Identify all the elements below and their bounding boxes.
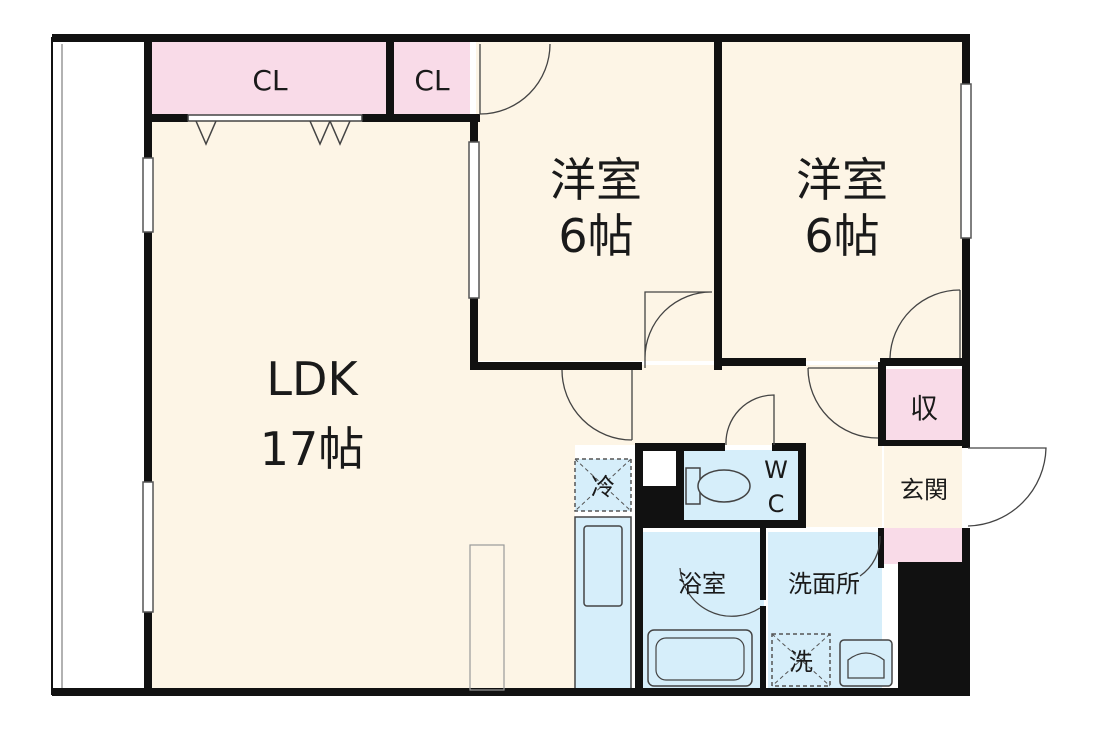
washer-label: 洗 [789, 648, 813, 676]
room-size-ldk: 17帖 [260, 422, 365, 476]
hall-floor [635, 365, 880, 445]
closet-doors [187, 114, 363, 146]
shoe-closet [884, 528, 962, 564]
storage-label: 収 [910, 392, 938, 425]
counter-marker [469, 544, 505, 691]
windows [142, 83, 972, 613]
wash-basin [839, 639, 893, 687]
sink [583, 525, 623, 607]
toilet-label-c: C [768, 490, 785, 518]
closet-2 [394, 42, 470, 116]
entrance-floor [884, 445, 962, 528]
room-name-ldk: LDK [266, 352, 359, 406]
closet-1-label: CL [252, 64, 288, 97]
walls [52, 34, 970, 696]
door-swings [479, 43, 1047, 617]
ldk-floor [150, 120, 635, 690]
entrance-label: 玄関 [900, 476, 948, 504]
room-name-western-1: 洋室 [550, 153, 642, 207]
toilet-fixture [685, 467, 751, 505]
room-size-western-1: 6帖 [558, 209, 633, 263]
room-size-western-2: 6帖 [804, 209, 879, 263]
room-name-western-2: 洋室 [796, 153, 888, 207]
closet-1 [150, 42, 386, 116]
bathroom-label: 浴室 [678, 570, 726, 598]
storage-closet [884, 369, 962, 441]
western-room-1-floor [476, 42, 716, 361]
western-room-2-floor [722, 42, 962, 361]
fridge-label: 冷 [591, 473, 615, 501]
bathtub [647, 629, 753, 687]
hall-floor-lower [800, 445, 882, 527]
balcony [51, 37, 147, 695]
toilet-label-w: W [764, 456, 788, 484]
washroom-label: 洗面所 [788, 570, 860, 598]
closet-2-label: CL [414, 64, 450, 97]
